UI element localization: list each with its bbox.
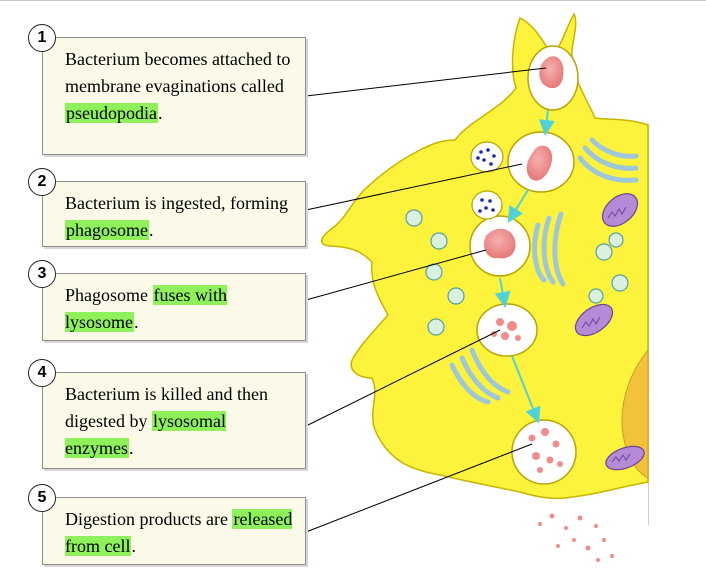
step-2-number: 2 [28, 168, 56, 196]
leader-lines [305, 67, 547, 533]
bacterium-1 [539, 56, 564, 89]
step-4-text: Bacterium is killed and then digested by [65, 384, 268, 431]
mitochondrion-2 [574, 303, 614, 337]
digestion-vesicle [476, 303, 538, 357]
step-1-box: Bacterium becomes attached to membrane e… [42, 37, 306, 155]
step-1-highlight: pseudopodia [65, 103, 158, 123]
nucleus-edge [621, 348, 649, 479]
step-2-text: Bacterium is ingested, forming [65, 193, 288, 213]
mitochondrion-1 [601, 193, 639, 227]
lysosome-1 [470, 141, 504, 173]
golgi-apparatus-1 [577, 137, 639, 183]
bacterium-2 [526, 145, 553, 181]
step-4-suffix: . [128, 438, 134, 458]
top-divider [0, 0, 706, 1]
step-3-box: Phagosome fuses with lysosome. [42, 273, 306, 341]
step-1-number: 1 [28, 24, 56, 52]
phagosome-vesicle [507, 131, 575, 193]
step-5-suffix: . [131, 536, 136, 556]
pathway-arrows [494, 109, 555, 424]
released-products [538, 513, 614, 562]
step-5-text: Digestion products are [65, 509, 233, 529]
step-4-box: Bacterium is killed and then digested by… [42, 372, 306, 469]
step-1-suffix: . [157, 103, 163, 123]
step-5-number: 5 [28, 484, 56, 512]
golgi-apparatus-2 [532, 211, 566, 287]
mitochondrion-3 [605, 445, 645, 471]
bacterium-3 [483, 228, 516, 259]
step-2-highlight: phagosome [65, 220, 149, 240]
step-4-number: 4 [28, 359, 56, 387]
step-3-suffix: . [134, 312, 139, 332]
step-2-suffix: . [148, 220, 154, 240]
step-3-text: Phagosome [65, 285, 153, 305]
small-vesicles [405, 209, 629, 336]
step-2-box: Bacterium is ingested, forming phagosome… [42, 181, 306, 247]
golgi-apparatus-3 [449, 347, 511, 405]
step-1-text: Bacterium becomes attached to membrane e… [65, 49, 291, 96]
exocytosis-vesicle [511, 419, 577, 485]
step-5-box: Digestion products are released from cel… [42, 497, 306, 565]
lysosome-2 [471, 190, 503, 220]
phagolysosome-vesicle [469, 215, 531, 277]
step-3-number: 3 [28, 260, 56, 288]
pseudopod-vesicle [527, 45, 579, 111]
